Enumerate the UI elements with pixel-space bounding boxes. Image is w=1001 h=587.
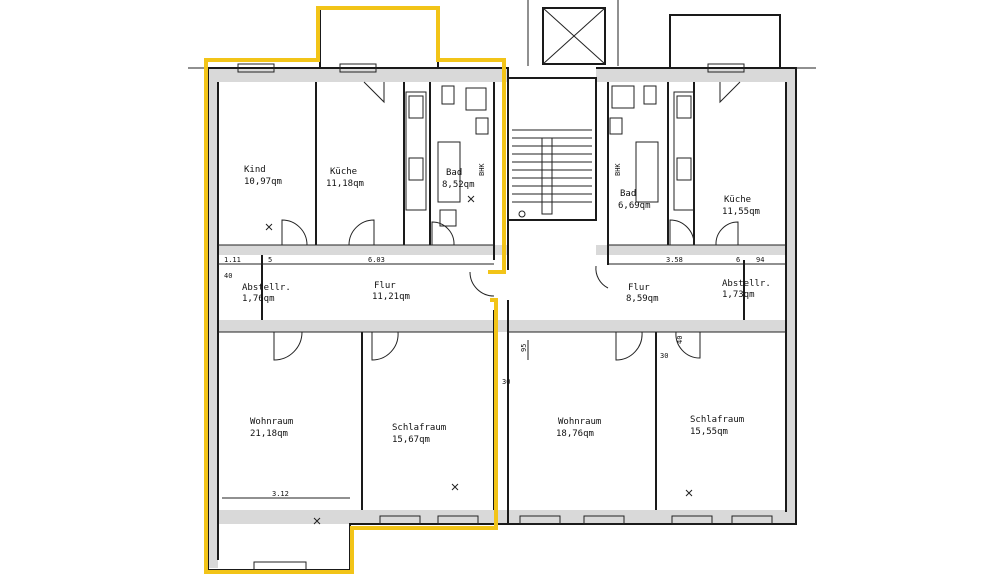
dim-312: 3.12 (272, 490, 289, 498)
room-area-flur-right: 8,59qm (626, 294, 659, 304)
room-area-kueche-left: 11,18qm (326, 179, 364, 189)
shaft (527, 0, 619, 66)
dim-603: 6.03 (368, 256, 385, 264)
room-name-flur-right: Flur (628, 283, 650, 293)
dim-6: 6 (736, 256, 740, 264)
room-name-kueche-left: Küche (330, 167, 357, 177)
highlighted-apartment-outline (204, 6, 506, 574)
room-name-bad-left: Bad (446, 168, 462, 178)
dim-40: 40 (224, 272, 232, 280)
room-area-abstellr-right: 1,73qm (722, 290, 755, 300)
dim-95: 95 (520, 344, 528, 352)
room-area-abstellr-left: 1,76qm (242, 294, 275, 304)
room-name-wohnraum-left: Wohnraum (250, 417, 293, 427)
room-area-wohnraum-left: 21,18qm (250, 429, 288, 439)
dim-5: 5 (268, 256, 272, 264)
room-name-wohnraum-right: Wohnraum (558, 417, 601, 427)
dim-30b: 30 (660, 352, 668, 360)
dim-94: 94 (756, 256, 764, 264)
room-area-kueche-right: 11,55qm (722, 207, 760, 217)
wall-hatching (208, 68, 796, 568)
room-name-bad-right: Bad (620, 189, 636, 199)
dim-30a: 30 (502, 378, 510, 386)
dimension-lines (218, 263, 786, 499)
room-name-flur-left: Flur (374, 281, 396, 291)
room-area-flur-left: 11,21qm (372, 292, 410, 302)
room-name-kind: Kind (244, 165, 266, 175)
room-name-abstellr-left: Abstellr. (242, 283, 291, 293)
dim-111: 1.11 (224, 256, 241, 264)
dimension-labels: 1.11 5 6.03 40 3.12 95 30 3.58 6 94 40 3… (224, 256, 764, 498)
room-area-wohnraum-right: 18,76qm (556, 429, 594, 439)
staircase (507, 77, 597, 221)
room-name-abstellr-right: Abstellr. (722, 279, 771, 289)
room-area-kind: 10,97qm (244, 177, 282, 187)
room-name-schlafraum-left: Schlafraum (392, 423, 446, 433)
room-area-schlafraum-right: 15,55qm (690, 427, 728, 437)
room-name-schlafraum-right: Schlafraum (690, 415, 744, 425)
balconies (319, 7, 781, 69)
doors (273, 81, 741, 361)
room-name-kueche-right: Küche (724, 195, 751, 205)
room-area-bad-right: 6,69qm (618, 201, 651, 211)
dim-40b: 40 (676, 336, 684, 344)
room-area-schlafraum-left: 15,67qm (392, 435, 430, 445)
x-marks (265, 195, 693, 525)
dim-358: 3.58 (666, 256, 683, 264)
fixtures (405, 85, 695, 227)
room-labels: Kind 10,97qm Küche 11,18qm Bad 8,52qm Ab… (242, 165, 771, 445)
bhk-label-left: BHK (478, 163, 486, 176)
room-area-bad-left: 8,52qm (442, 180, 475, 190)
bhk-label-right: BHK (614, 163, 622, 176)
